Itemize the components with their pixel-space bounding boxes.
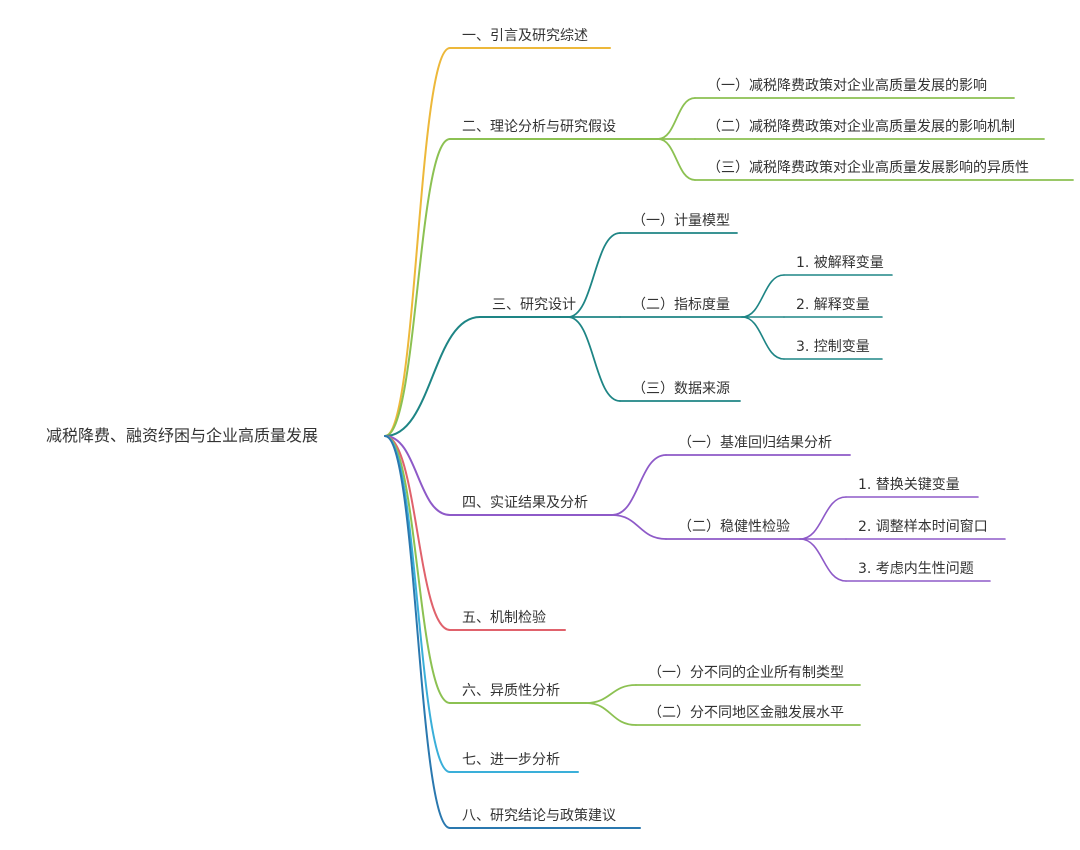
topic-level2-2-3[interactable]: （三）减税降费政策对企业高质量发展影响的异质性 — [707, 160, 1029, 176]
branch-connector-6 — [384, 435, 451, 704]
topic-level2-3-3[interactable]: （三）数据来源 — [632, 381, 730, 397]
topic-level3-3-2-2[interactable]: 2. 解释变量 — [796, 297, 870, 313]
leaf-connector-4-2-1 — [799, 496, 847, 540]
topic-level2-4-2[interactable]: （二）稳健性检验 — [678, 519, 790, 535]
subtopic-connector-6-1 — [585, 684, 637, 704]
leaf-connector-3-2-3 — [741, 316, 785, 360]
branch-connector-3 — [384, 316, 481, 437]
branch-connector-4 — [384, 435, 451, 516]
leaf-connector-4-2-3 — [799, 538, 847, 582]
subtopic-connector-3-3 — [567, 316, 621, 402]
topic-level1-3[interactable]: 三、研究设计 — [492, 297, 576, 313]
branch-connector-1 — [384, 47, 451, 437]
topic-level1-1[interactable]: 一、引言及研究综述 — [462, 28, 588, 44]
topic-level1-2[interactable]: 二、理论分析与研究假设 — [462, 119, 616, 135]
branch-connector-2 — [384, 138, 451, 437]
topic-level3-3-2-1[interactable]: 1. 被解释变量 — [796, 255, 884, 271]
branch-connector-7 — [384, 435, 451, 773]
branch-connector-5 — [384, 435, 451, 631]
subtopic-connector-3-1 — [567, 232, 621, 318]
topic-level1-5[interactable]: 五、机制检验 — [462, 610, 546, 626]
topic-level2-6-1[interactable]: （一）分不同的企业所有制类型 — [648, 665, 844, 681]
subtopic-connector-4-2 — [611, 514, 667, 540]
topic-level2-4-1[interactable]: （一）基准回归结果分析 — [678, 435, 832, 451]
root-topic[interactable]: 减税降费、融资纾困与企业高质量发展 — [46, 426, 319, 445]
subtopic-connector-6-2 — [585, 702, 637, 726]
branch-connector-8 — [384, 435, 451, 829]
subtopic-connector-2-3 — [657, 138, 696, 181]
topic-level2-2-1[interactable]: （一）减税降费政策对企业高质量发展的影响 — [707, 78, 987, 94]
topic-level3-4-2-1[interactable]: 1. 替换关键变量 — [858, 477, 960, 493]
topic-level2-3-2[interactable]: （二）指标度量 — [632, 297, 730, 313]
topic-level1-6[interactable]: 六、异质性分析 — [462, 683, 560, 699]
topic-level2-6-2[interactable]: （二）分不同地区金融发展水平 — [648, 705, 844, 721]
leaf-connector-3-2-1 — [741, 274, 785, 318]
topic-level3-3-2-3[interactable]: 3. 控制变量 — [796, 339, 870, 355]
topic-level2-2-2[interactable]: （二）减税降费政策对企业高质量发展的影响机制 — [707, 119, 1015, 135]
topic-level1-4[interactable]: 四、实证结果及分析 — [462, 495, 588, 511]
topic-level1-7[interactable]: 七、进一步分析 — [462, 752, 560, 768]
topic-level1-8[interactable]: 八、研究结论与政策建议 — [462, 808, 616, 824]
subtopic-connector-2-1 — [657, 97, 696, 140]
subtopic-connector-4-1 — [611, 454, 667, 516]
topic-level3-4-2-3[interactable]: 3. 考虑内生性问题 — [858, 561, 974, 577]
topic-level3-4-2-2[interactable]: 2. 调整样本时间窗口 — [858, 519, 988, 535]
topic-level2-3-1[interactable]: （一）计量模型 — [632, 213, 730, 229]
